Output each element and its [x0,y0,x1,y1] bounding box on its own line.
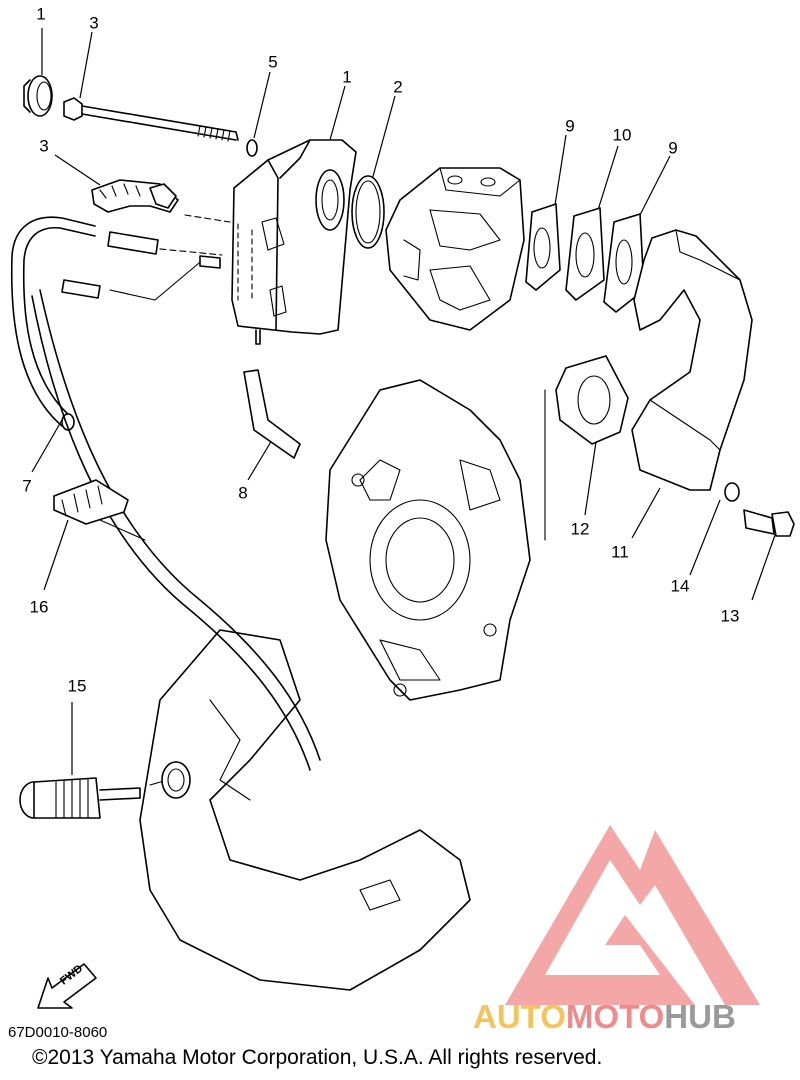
cylinder-block [325,379,531,701]
part-15-sensor [19,777,141,819]
part-5-washer [246,139,258,157]
part-2-o-ring [351,175,385,249]
part-11-intake-manifold [631,229,753,491]
callout-1: 1 [342,67,352,87]
watermark-moto: MOTO [565,998,665,1035]
part-1-silencer [231,139,357,345]
part-6-cap [23,75,53,117]
callout-8: 8 [238,483,248,503]
part-9-gasket-right [603,213,645,313]
carburetor [385,167,525,331]
watermark-auto: AUTO [473,998,566,1035]
callout-10: 10 [612,125,632,145]
part-8-hose [243,369,301,459]
callout-4: 3 [89,13,99,33]
callout-9-left: 9 [565,116,575,136]
callout-3: 3 [39,136,49,156]
part-10-spacer [565,207,605,301]
callout-13: 13 [720,606,740,626]
fwd-arrow-icon [37,963,97,1009]
part-12-gasket [555,355,629,445]
watermark-text: AUTOMOTOHUB [473,998,736,1036]
callout-12: 12 [570,519,590,539]
callout-11: 11 [611,542,629,562]
watermark-hub: HUB [664,998,736,1035]
callout-5: 5 [268,52,278,72]
part-3-clip [91,179,179,213]
exhaust-housing [139,629,471,991]
part-13-bolt [743,509,795,537]
part-14-washer [724,482,740,502]
callout-15: 15 [67,676,87,696]
part-code: 67D0010-8060 [8,1024,108,1041]
hose-fittings [61,231,221,299]
callout-14: 14 [670,576,690,596]
part-9-gasket-left [525,203,561,291]
callout-7: 7 [22,476,32,496]
part-4-bolt [63,97,239,142]
callout-6: 1 [36,4,46,24]
part-16-clamp [53,479,129,525]
callout-2: 2 [393,77,403,97]
watermark-logo [505,825,760,1005]
callout-16: 16 [29,597,49,617]
part-7-hose [10,216,321,771]
callout-9-right: 9 [668,138,678,158]
copyright-notice: ©2013 Yamaha Motor Corporation, U.S.A. A… [32,1046,603,1069]
